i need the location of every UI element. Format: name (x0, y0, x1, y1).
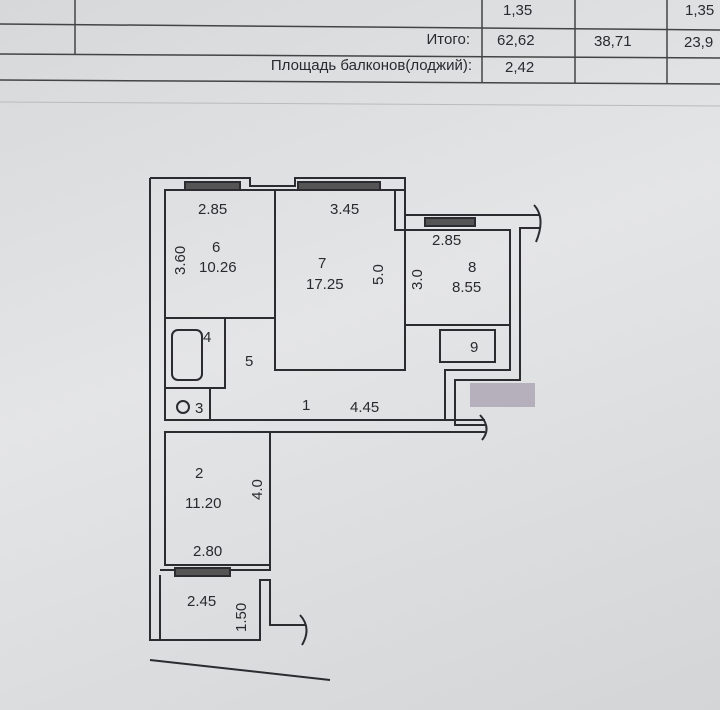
toilet-icon (176, 400, 190, 414)
redaction-mark (470, 383, 535, 407)
table-row-divider (0, 79, 720, 85)
room-2-number: 2 (195, 465, 203, 482)
room-6-number: 6 (212, 239, 220, 256)
balcony-length: 1.50 (233, 603, 250, 632)
total-label: Итого: (427, 31, 470, 48)
toilet-3 (164, 387, 211, 421)
room-2-width: 2.80 (193, 543, 222, 560)
room-3-number: 3 (195, 400, 203, 417)
room-8 (404, 229, 511, 326)
balcony-width: 2.45 (187, 593, 216, 610)
room-9-number: 9 (470, 339, 478, 356)
table-row-divider (0, 23, 720, 31)
room-7-width: 3.45 (330, 201, 359, 218)
break-line (299, 204, 542, 646)
room-2-length: 4.0 (249, 479, 266, 500)
divider (0, 101, 720, 107)
cell-value: 1,35 (503, 2, 532, 19)
window-room-8 (424, 217, 476, 227)
room-5-number: 5 (245, 353, 253, 370)
room-4-number: 4 (203, 329, 211, 346)
room-8-width: 2.85 (432, 232, 461, 249)
window-room-2 (174, 567, 231, 577)
room-6-length: 3.60 (172, 246, 189, 275)
room-1-number: 1 (302, 397, 310, 414)
room-7-length: 5.0 (370, 264, 387, 285)
room-2-area: 11.20 (185, 495, 221, 512)
total-living-area: 38,71 (594, 33, 632, 50)
table-row-divider (0, 53, 720, 59)
room-8-length: 3.0 (409, 269, 426, 290)
room-7-area: 17.25 (306, 276, 344, 293)
room-8-number: 8 (468, 259, 476, 276)
balcony-area-label: Площадь балконов(лоджий): (271, 57, 472, 74)
balcony-edge (149, 659, 331, 681)
room-9 (439, 329, 496, 363)
room-1-length: 4.45 (350, 399, 379, 416)
summary-table (0, 0, 720, 85)
room-6-area: 10.26 (199, 259, 237, 276)
bathtub-icon (171, 329, 203, 381)
floor-plan (149, 177, 542, 681)
window-room-7 (297, 181, 381, 191)
room-7-number: 7 (318, 255, 326, 272)
cell-value: 1,35 (685, 2, 714, 19)
room-8-area: 8.55 (452, 279, 481, 296)
room-6-width: 2.85 (198, 201, 227, 218)
balcony-area-value: 2,42 (505, 59, 534, 76)
window-room-6 (184, 181, 241, 191)
balcony-outline (159, 575, 305, 641)
total-aux-area: 23,9 (684, 34, 713, 51)
corridor-wall (165, 419, 485, 433)
total-area: 62,62 (497, 32, 535, 49)
